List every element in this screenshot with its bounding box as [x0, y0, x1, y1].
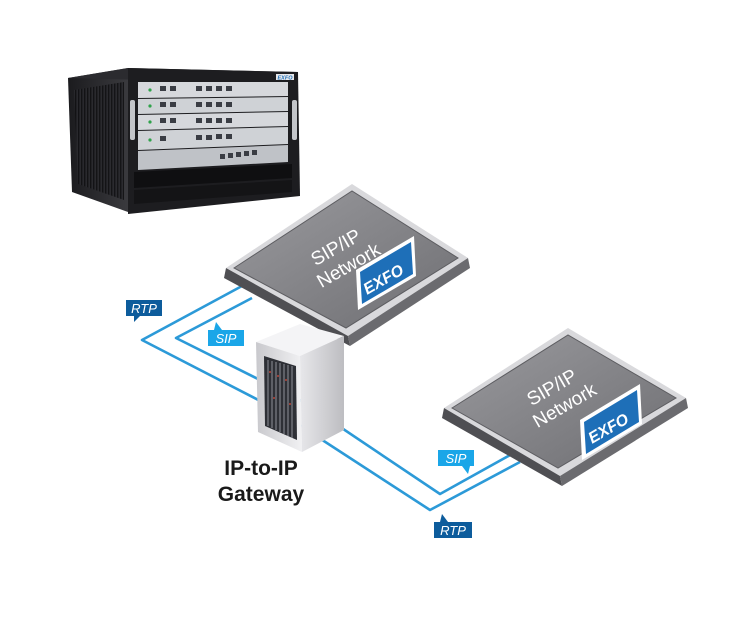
sip-ip-network-1: SIP/IP Network EXFO — [224, 184, 470, 346]
sip-ip-network-2: SIP/IP Network EXFO — [442, 328, 688, 486]
rtp-tag-left: RTP — [126, 300, 162, 322]
sip-tag-left: SIP — [208, 322, 244, 346]
network-1-exfo-logo: EXFO — [356, 236, 416, 310]
gateway-server-rack — [256, 324, 344, 452]
chassis-brand-label: EXFO — [278, 76, 294, 82]
rtp-tag-bottom: RTP — [434, 514, 472, 538]
exfo-chassis: EXFO — [68, 68, 300, 214]
sip-tag-right-text: SIP — [446, 451, 467, 466]
gateway-label-line1: IP-to-IP — [224, 457, 298, 480]
sip-tag-left-text: SIP — [216, 331, 237, 346]
sip-tag-right: SIP — [438, 450, 474, 474]
rack-blades — [264, 356, 297, 440]
chassis-cards — [138, 82, 288, 170]
rtp-tag-bottom-text: RTP — [440, 523, 466, 538]
gateway-label-line2: Gateway — [217, 483, 305, 506]
gateway-label: IP-to-IP Gateway — [196, 456, 326, 508]
rtp-tag-left-text: RTP — [131, 301, 157, 316]
